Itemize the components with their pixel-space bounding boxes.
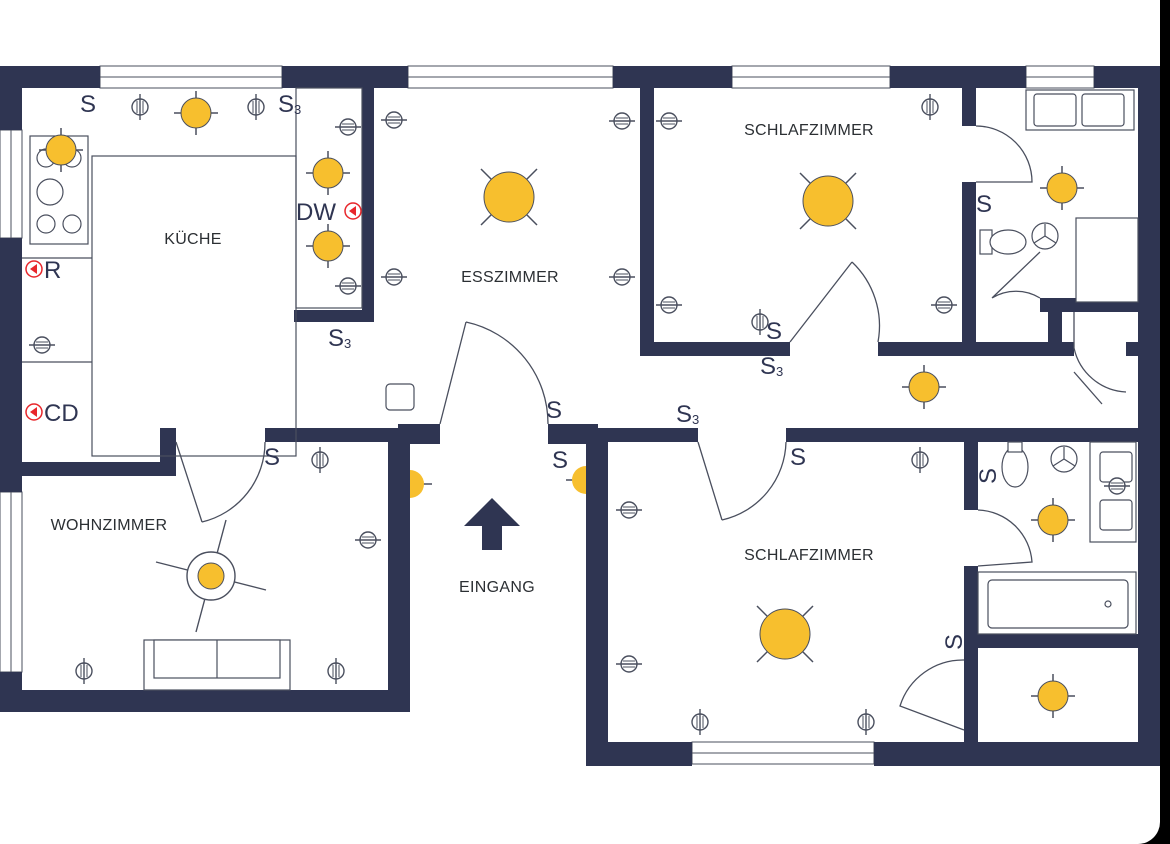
room-label-entrance: EINGANG — [459, 579, 535, 596]
room-label-dining: ESSZIMMER — [461, 269, 559, 286]
room-label-bedroom-bottom: SCHLAFZIMMER — [744, 547, 874, 564]
socket-icon — [131, 93, 149, 121]
switch3-icon: S3 — [676, 401, 699, 428]
sofa-icon — [143, 639, 291, 691]
socket-icon — [921, 93, 939, 121]
ceiling-light-icon — [173, 90, 219, 136]
room-label-kitchen: KÜCHE — [164, 230, 222, 248]
ceiling-light-icon — [305, 223, 351, 269]
ceiling-light-icon — [480, 168, 538, 226]
entrance-arrow-icon — [464, 498, 520, 550]
dryer-marker-icon — [25, 403, 43, 421]
switch-icon: S — [80, 91, 96, 118]
socket-icon — [608, 268, 636, 286]
shower-icon — [1031, 217, 1139, 303]
ceiling-light-icon — [1030, 497, 1076, 543]
stove-icon — [29, 135, 89, 245]
socket-icon — [380, 111, 408, 129]
ceiling-fan-icon — [155, 519, 267, 633]
ceiling-light-icon — [901, 364, 947, 410]
fixtures — [22, 87, 363, 457]
switch-icon: S — [975, 468, 1002, 484]
walls — [0, 66, 1160, 766]
socket-icon — [334, 118, 362, 136]
switch-icon: S — [976, 191, 992, 218]
sink-icon — [1025, 89, 1135, 131]
socket-icon — [247, 93, 265, 121]
socket-icon — [655, 296, 683, 314]
socket-icon — [354, 531, 382, 549]
fridge-marker-icon — [25, 260, 43, 278]
socket-icon — [615, 501, 643, 519]
socket-icon — [930, 296, 958, 314]
room-label-bedroom-top: SCHLAFZIMMER — [744, 122, 874, 139]
ceiling-light-icon — [305, 150, 351, 196]
switch-icon: S — [552, 447, 568, 474]
socket-icon — [380, 268, 408, 286]
ceiling-light-icon — [756, 605, 814, 663]
socket-icon — [911, 446, 929, 474]
socket-icon — [691, 708, 709, 736]
switch-icon: S — [941, 634, 968, 650]
switch-icon: S — [546, 397, 562, 424]
wall-light-icon — [410, 470, 432, 498]
bathtub-icon — [977, 571, 1137, 635]
cabinet-box — [385, 383, 415, 411]
socket-icon — [857, 708, 875, 736]
wall-light-icon — [566, 466, 586, 494]
socket-icon — [311, 446, 329, 474]
socket-icon — [75, 657, 93, 685]
doors — [175, 125, 1127, 731]
room-label-living: WOHNZIMMER — [51, 517, 168, 534]
switch-icon: S — [264, 444, 280, 471]
switch3-icon: S3 — [760, 353, 783, 380]
ceiling-light-icon — [799, 172, 857, 230]
dishwasher-marker-icon — [344, 202, 362, 220]
dishwasher-label: DW — [296, 199, 336, 226]
dryer-label: CD — [44, 400, 79, 427]
socket-icon — [608, 112, 636, 130]
socket-icon — [334, 277, 362, 295]
switch-icon: S — [790, 444, 806, 471]
switch3-icon: S3 — [328, 325, 351, 352]
socket-icon — [615, 655, 643, 673]
ceiling-light-icon — [1030, 673, 1076, 719]
windows — [0, 65, 1095, 765]
socket-icon — [28, 336, 56, 354]
switch3-icon: S3 — [278, 91, 301, 118]
fridge-label: R — [44, 257, 61, 284]
ceiling-light-icon — [1039, 165, 1085, 211]
socket-icon — [655, 112, 683, 130]
switch-symbols: S S3 S3 S S S S3 S S3 S S S S — [80, 91, 1002, 650]
switch-icon: S — [766, 318, 782, 345]
toilet-icon — [979, 229, 1027, 255]
socket-icon — [327, 657, 345, 685]
